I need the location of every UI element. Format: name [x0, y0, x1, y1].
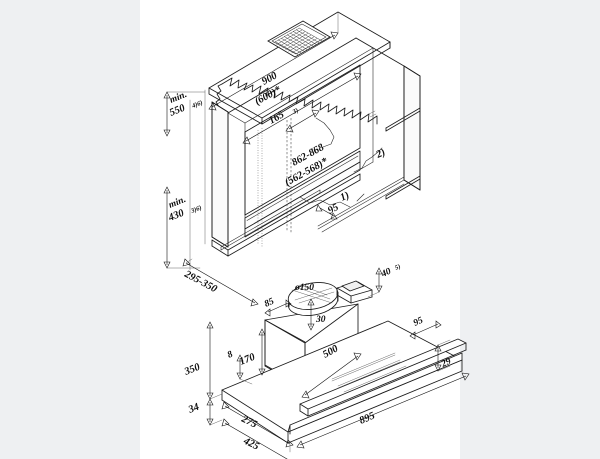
label-min-550-sup: 4)6): [190, 99, 204, 110]
label-40: 40: [379, 267, 393, 281]
label-diameter-150: ø150: [294, 283, 314, 293]
label-295-350: 295-350: [182, 268, 220, 295]
label-min-430-value: 430: [166, 207, 186, 224]
hood-chassis-upper: [244, 64, 361, 238]
top-grille: [267, 20, 331, 58]
handle-strip-upper: [220, 189, 321, 251]
label-95-lower: 95: [412, 316, 425, 329]
label-29: 29: [439, 357, 453, 371]
label-85: 85: [263, 297, 276, 310]
label-34: 34: [186, 402, 201, 417]
upper-view-group: min. 550 4)6) min. 430 3)6) 900 (600)* 1…: [163, 11, 421, 307]
duct-collar: [287, 282, 339, 316]
front-grille-slots: [331, 352, 407, 393]
slide-housing: [221, 320, 463, 444]
door-hinge-arms: [385, 107, 421, 200]
cabinet-door-open: [403, 65, 421, 191]
electrical-box: [336, 280, 373, 304]
label-8: 8: [226, 350, 235, 361]
callout-1-label: 1): [339, 190, 352, 204]
label-30: 30: [315, 315, 326, 325]
dimension-lines-lower: [206, 267, 470, 459]
callout-2-label: 2): [374, 147, 387, 161]
label-425: 425: [241, 435, 261, 452]
telescopic-front-upper: [317, 176, 405, 233]
leader-1: [299, 196, 351, 208]
leader-2b: [377, 147, 383, 153]
break-line-top: [221, 77, 378, 125]
label-95-upper: 95: [326, 202, 341, 217]
label-350: 350: [182, 361, 202, 378]
cabinet-plinth: [211, 173, 361, 257]
label-165-sup: 3): [291, 107, 300, 116]
leader-2: [353, 151, 379, 173]
label-40-sup: 5): [394, 263, 402, 272]
lower-view-group: ø150 85 40 5) 30 500 170 8 95 29 350 34 …: [182, 263, 470, 459]
dimension-lines-upper: [163, 11, 377, 307]
label-170: 170: [238, 351, 257, 367]
leader-1b: [356, 193, 365, 202]
drawer-front-strip: [299, 338, 467, 417]
label-min-430-sup: 3)6): [189, 204, 203, 215]
leader-165: [315, 117, 335, 148]
